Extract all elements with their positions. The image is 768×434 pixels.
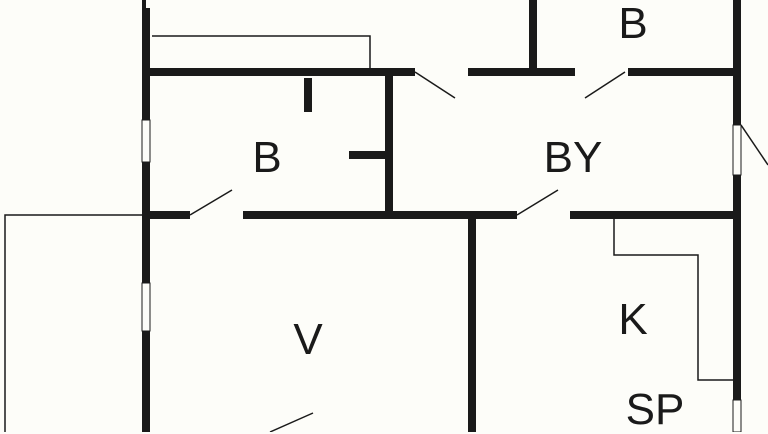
room-label-bedroom-small: B [252,133,282,182]
counter-line-top [152,35,371,72]
window-left-top [146,0,152,8]
room-label-kitchen: K [618,295,648,344]
room-label-living: V [293,315,323,364]
door-swing-top-right [584,71,626,99]
exterior-balcony-line [4,214,142,432]
door-swing-hall [516,189,559,216]
door-swing-living [269,412,314,432]
room-label-pantry: SP [625,385,685,434]
window-left-1 [141,119,151,163]
room-label-hall: BY [543,133,603,182]
thin-lines [4,35,768,432]
window-right-1 [732,124,742,176]
door-swing-entrance [740,124,768,166]
door-swing-bedroom [189,189,233,216]
window-right-2 [732,399,742,432]
room-label-bedroom-top: B [618,0,648,48]
walls [142,0,741,432]
window-left-2 [141,282,151,332]
windows [141,0,742,432]
door-swing-top-left [414,71,456,99]
kitchen-counter-line [613,215,735,381]
